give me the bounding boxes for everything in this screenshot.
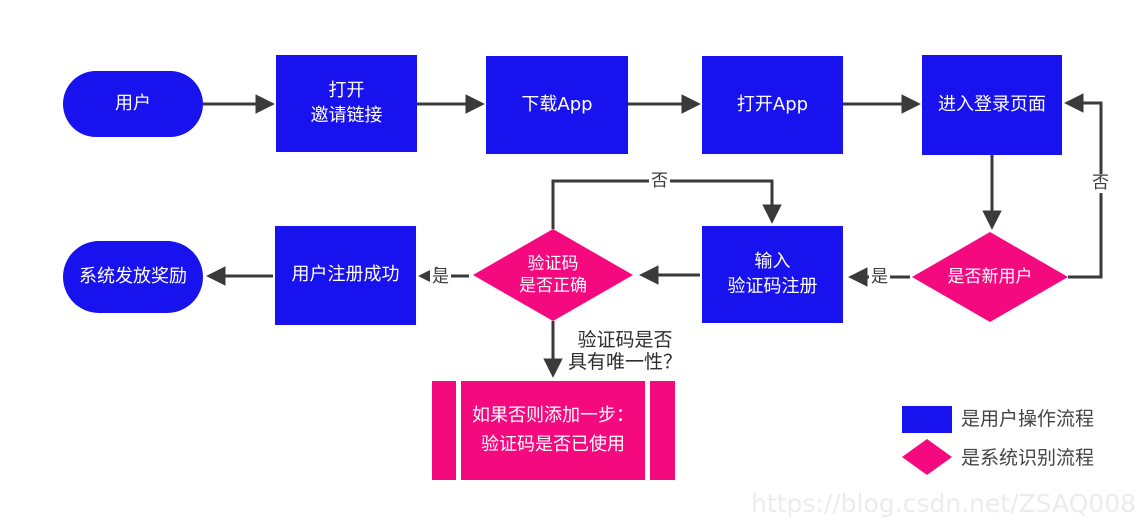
node-download-app: 下载App [486, 56, 628, 154]
node-user: 用户 [63, 71, 203, 137]
note-box-right-bar [650, 381, 675, 480]
node-enter-login-page: 进入登录页面 [922, 55, 1062, 155]
decision-is-new-user: 是否新用户 [912, 232, 1068, 322]
note-box-text: 如果否则添加一步： 验证码是否已使用 [461, 381, 645, 480]
node-open-invite-link: 打开 邀请链接 [276, 55, 417, 152]
decision-code-correct: 验证码 是否正确 [473, 229, 633, 321]
legend-system-flow-label: 是系统识别流程 [961, 447, 1095, 469]
annotation-code-uniqueness: 验证码是否 具有唯一性？ [567, 329, 682, 374]
node-open-app: 打开App [702, 56, 843, 154]
node-input-verification-code: 输入 验证码注册 [702, 226, 843, 323]
edge-label-new-user-no: 否 [1090, 173, 1111, 193]
edge-label-code-yes: 是 [430, 267, 451, 287]
node-register-success: 用户注册成功 [275, 226, 416, 325]
legend-system-flow-swatch [902, 439, 952, 475]
note-box-left-bar [432, 381, 456, 480]
legend-user-flow-label: 是用户操作流程 [961, 408, 1095, 430]
node-system-reward: 系统发放奖励 [63, 241, 203, 313]
edge-label-new-user-yes: 是 [869, 267, 890, 287]
legend-user-flow-swatch [902, 406, 952, 433]
edge-label-code-no: 否 [649, 171, 670, 191]
note-box: 如果否则添加一步： 验证码是否已使用 [432, 381, 675, 480]
watermark-url: https://blog.csdn.net/ZSAQ008 [751, 489, 1136, 518]
